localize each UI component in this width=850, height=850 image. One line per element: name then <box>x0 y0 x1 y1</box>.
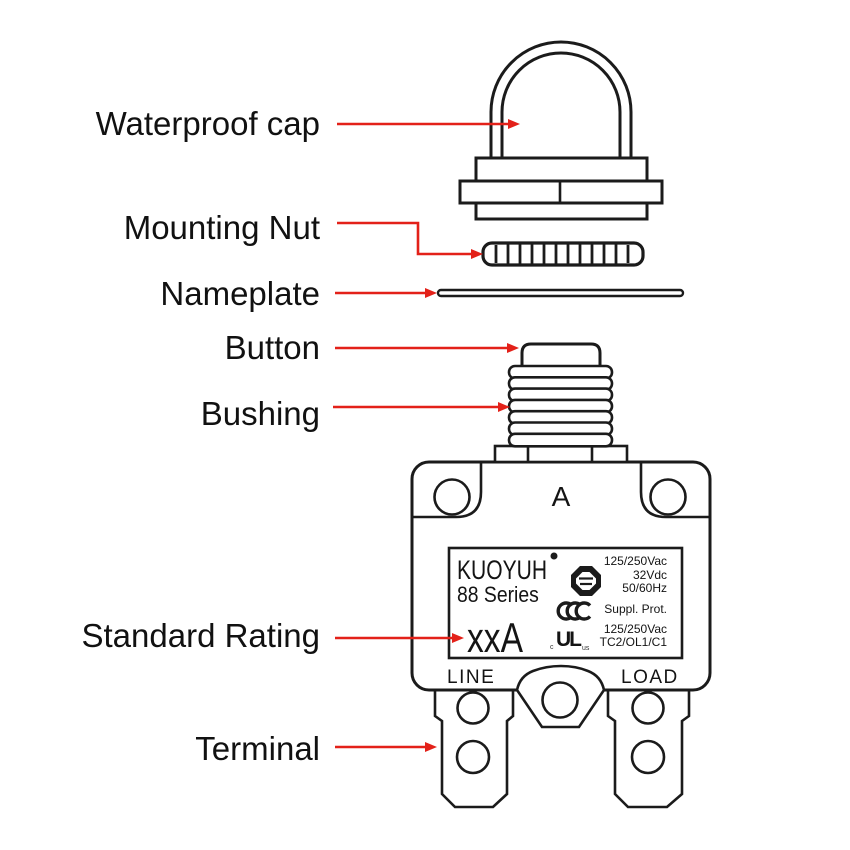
tuv-octagon-logo <box>571 566 601 596</box>
plate-brand: KUOYUH <box>457 555 548 585</box>
plate-spec-voltage-dc: 32Vdc <box>632 568 667 582</box>
label-mounting-nut: Mounting Nut <box>123 209 320 246</box>
plate-approval-voltage: 125/250Vac <box>603 622 667 636</box>
center-rivet-drawing <box>515 664 606 729</box>
plate-suppl-prot: Suppl. Prot. <box>604 602 667 616</box>
button-drawing <box>520 342 602 370</box>
bushing-drawing <box>507 364 614 448</box>
ul-mark-prefix: c <box>550 644 554 651</box>
body-top-marking: A <box>551 481 571 512</box>
plate-rating-value: xxA <box>467 614 524 661</box>
leader-mounting-nut <box>337 221 483 259</box>
bushing-base-drawing <box>493 444 629 464</box>
rating-plate-drawing <box>447 546 684 660</box>
terminal-line-drawing <box>433 660 515 809</box>
label-button: Button <box>224 329 320 366</box>
plate-series: 88 Series <box>457 582 539 607</box>
mounting-hole-left <box>433 478 471 516</box>
terminal-load-drawing <box>606 660 691 809</box>
nameplate-drawing <box>436 288 685 298</box>
ul-mark-suffix: us <box>582 645 590 652</box>
plate-spec-voltage-ac: 125/250Vac <box>603 554 667 568</box>
label-waterproof-cap: Waterproof cap <box>95 105 320 142</box>
leader-arrows <box>333 119 520 752</box>
mounting-nut-drawing <box>481 241 645 267</box>
registered-dot-icon <box>550 552 558 560</box>
label-nameplate: Nameplate <box>160 275 320 312</box>
load-terminal-label: LOAD <box>621 667 679 688</box>
ccc-logo <box>556 601 592 621</box>
plate-spec-frequency: 50/60Hz <box>622 581 667 595</box>
label-bushing: Bushing <box>200 395 320 432</box>
line-terminal-label: LINE <box>447 667 496 688</box>
ul-mark-letters: UL <box>556 628 582 651</box>
plate-approval-code: TC2/OL1/C1 <box>599 635 667 649</box>
label-terminal: Terminal <box>195 730 320 767</box>
waterproof-cap-drawing <box>458 40 664 221</box>
label-standard-rating: Standard Rating <box>81 617 321 654</box>
mounting-hole-right <box>649 478 687 516</box>
